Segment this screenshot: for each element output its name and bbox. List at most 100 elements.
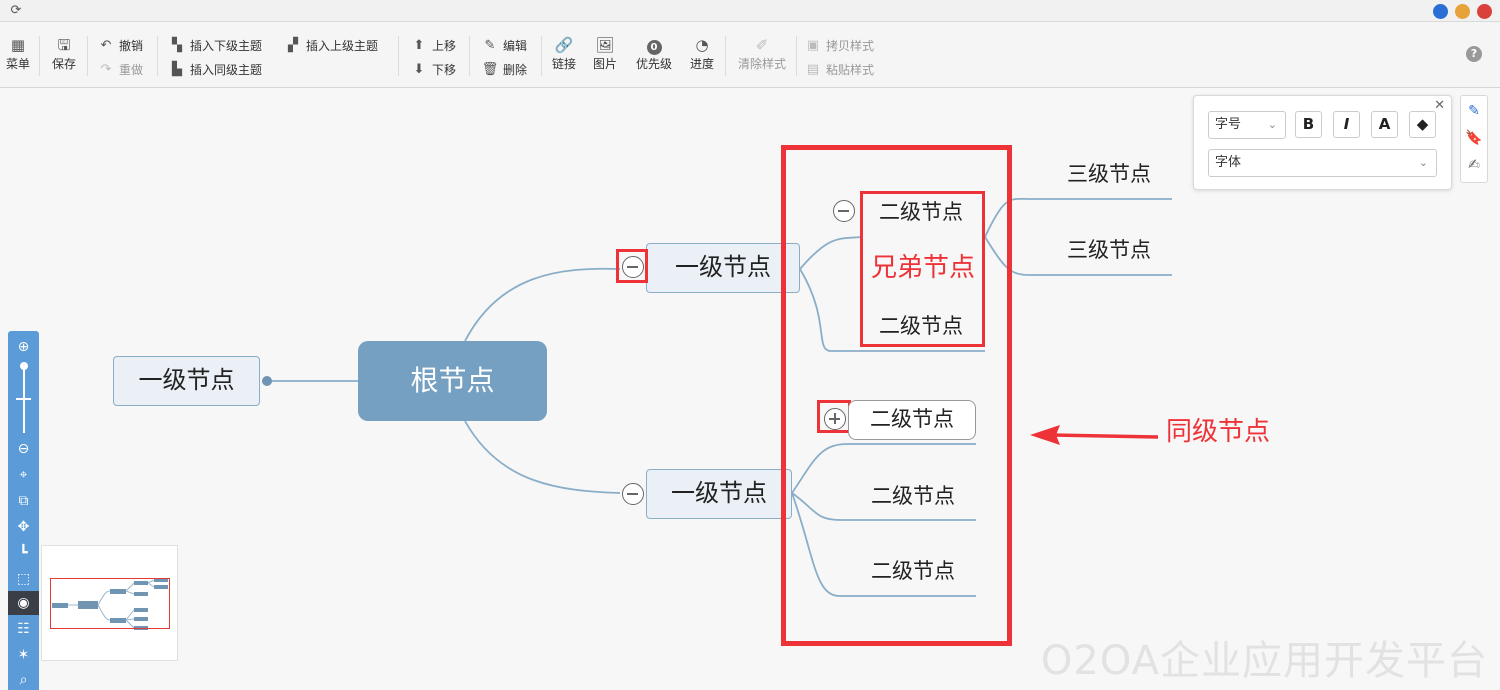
font-family-select[interactable]: 字体 ⌄ [1208,149,1437,177]
fill-color-button[interactable]: ◆ [1409,111,1436,138]
sibling-annotation: 兄弟节点 [871,253,976,283]
connector-upper-l2b [799,268,985,352]
refresh-icon[interactable]: ⟳ [10,3,22,18]
level2-node[interactable]: 二级节点 [871,559,955,583]
collapse-toggle-icon[interactable] [833,200,855,222]
menu-button[interactable]: ▦ 菜单 [4,35,32,72]
image-button[interactable]: 🖼 图片 [590,35,620,72]
clear-style-button[interactable]: ✐ 清除样式 [734,35,790,72]
copy-style-button[interactable]: ▣ 拷贝样式 [804,35,874,55]
move-up-label: 上移 [432,38,457,53]
locate-center-icon[interactable]: ⌖ [19,467,28,483]
paint-roller-icon: ▤ [806,61,820,77]
progress-button[interactable]: ◔ 进度 [686,35,718,72]
chevron-down-icon: ⌄ [1267,118,1277,131]
toolbar-separator [157,36,158,76]
help-icon[interactable]: ? [1466,46,1482,62]
bookmark-icon[interactable]: 🔖 [1465,130,1483,146]
zoom-out-icon[interactable]: ⊖ [17,441,30,457]
outline-icon[interactable]: ☷ [17,621,30,637]
italic-button[interactable]: I [1333,111,1360,138]
move-icon[interactable]: ✥ [17,519,30,535]
insert-child-button[interactable]: ▚ 插入下级主题 [168,35,262,55]
mindmap-canvas[interactable]: 根节点 一级节点 一级节点 一级节点 二级节点 二级节点 兄弟节点 三级节点 三… [0,89,1500,690]
level2-node[interactable]: 二级节点 [871,484,955,508]
insert-sibling-button[interactable]: ▙ 插入同级主题 [168,59,262,79]
annotation-arrow [1030,425,1159,445]
level2-node-collapsed[interactable]: 二级节点 [848,400,976,440]
zoom-slider-handle[interactable] [19,362,28,370]
preview-eye-icon[interactable]: ◉ [8,591,39,615]
insert-parent-button[interactable]: ▞ 插入上级主题 [284,35,378,55]
level3-node[interactable]: 三级节点 [1067,238,1151,262]
side-tabs: ✎ 🔖 ✍ [1460,95,1488,183]
undo-button[interactable]: ↶ 撤销 [97,35,143,55]
edit-button[interactable]: ✎ 编辑 [481,35,527,55]
left-level1-node[interactable]: 一级节点 [113,356,260,406]
copy-style-label: 拷贝样式 [826,38,875,53]
same-level-annotation: 同级节点 [1166,417,1271,447]
redo-button[interactable]: ↷ 重做 [97,59,143,79]
priority-icon: 0 [632,35,676,55]
minimap[interactable] [41,545,178,661]
eraser-icon: ✐ [755,36,769,54]
note-icon[interactable]: ✍ [1468,157,1480,173]
link-icon: 🔗 [554,36,574,54]
save-button[interactable]: 🖫 保存 [50,35,78,72]
insert-child-icon: ▚ [172,37,182,53]
font-size-select[interactable]: 字号 ⌄ [1208,111,1286,139]
link-button[interactable]: 🔗 链接 [549,35,579,72]
level2-node[interactable]: 二级节点 [879,200,963,224]
delete-label: 删除 [503,62,528,77]
paste-style-button[interactable]: ▤ 粘贴样式 [804,59,874,79]
undo-icon: ↶ [100,37,112,53]
paint-bucket-icon: ◆ [1416,115,1429,133]
window-blue-button[interactable] [1433,4,1448,19]
collapse-toggle-icon[interactable] [622,256,644,278]
tree-structure-icon[interactable]: ┗ [19,545,28,561]
connector-root-lower [464,420,621,494]
bold-button[interactable]: B [1295,111,1322,138]
close-icon[interactable]: ✕ [1434,98,1445,113]
delete-button[interactable]: 🗑 删除 [481,59,527,79]
window-title-bar: ⟳ [0,0,1500,22]
brush-icon[interactable]: ✎ [1468,103,1480,119]
insert-child-label: 插入下级主题 [190,38,263,53]
template-icon[interactable]: ⧉ [18,493,29,509]
priority-button[interactable]: 0 优先级 [632,35,676,72]
menu-label: 菜单 [5,57,30,71]
magic-wand-icon[interactable]: ✶ [17,647,30,663]
upper-level1-node[interactable]: 一级节点 [646,243,800,293]
minimap-viewport[interactable] [50,578,170,629]
move-down-button[interactable]: ⬇ 下移 [410,59,456,79]
priority-glyph: 0 [646,40,662,55]
copy-style-icon: ▣ [806,37,820,53]
select-icon[interactable]: ⬚ [16,571,31,587]
window-minimize-button[interactable] [1455,4,1470,19]
expand-toggle-icon[interactable] [824,408,846,430]
font-color-button[interactable]: A [1371,111,1398,138]
save-icon: 🖫 [57,36,71,54]
insert-parent-label: 插入上级主题 [306,38,379,53]
edit-label: 编辑 [503,38,528,53]
lower-level1-node[interactable]: 一级节点 [646,469,792,519]
toolbar-separator [796,36,797,76]
level2-node[interactable]: 二级节点 [879,314,963,338]
connector-lower-l2b [791,492,976,521]
zoom-slider-mark [16,398,31,400]
search-icon[interactable]: ⌕ [19,672,28,688]
priority-label: 优先级 [635,57,672,71]
root-node[interactable]: 根节点 [358,341,547,421]
undo-label: 撤销 [119,38,144,53]
zoom-in-icon[interactable]: ⊕ [17,339,30,355]
level3-node[interactable]: 三级节点 [1067,162,1151,186]
insert-parent-icon: ▞ [288,37,298,53]
insert-sibling-label: 插入同级主题 [190,62,263,77]
insert-sibling-icon: ▙ [172,61,182,77]
minimap-graphic [52,578,168,630]
move-up-button[interactable]: ⬆ 上移 [410,35,456,55]
collapse-toggle-icon[interactable] [622,483,644,505]
window-close-button[interactable] [1477,4,1492,19]
progress-pie-icon: ◔ [695,36,709,54]
image-icon: 🖼 [595,36,615,54]
